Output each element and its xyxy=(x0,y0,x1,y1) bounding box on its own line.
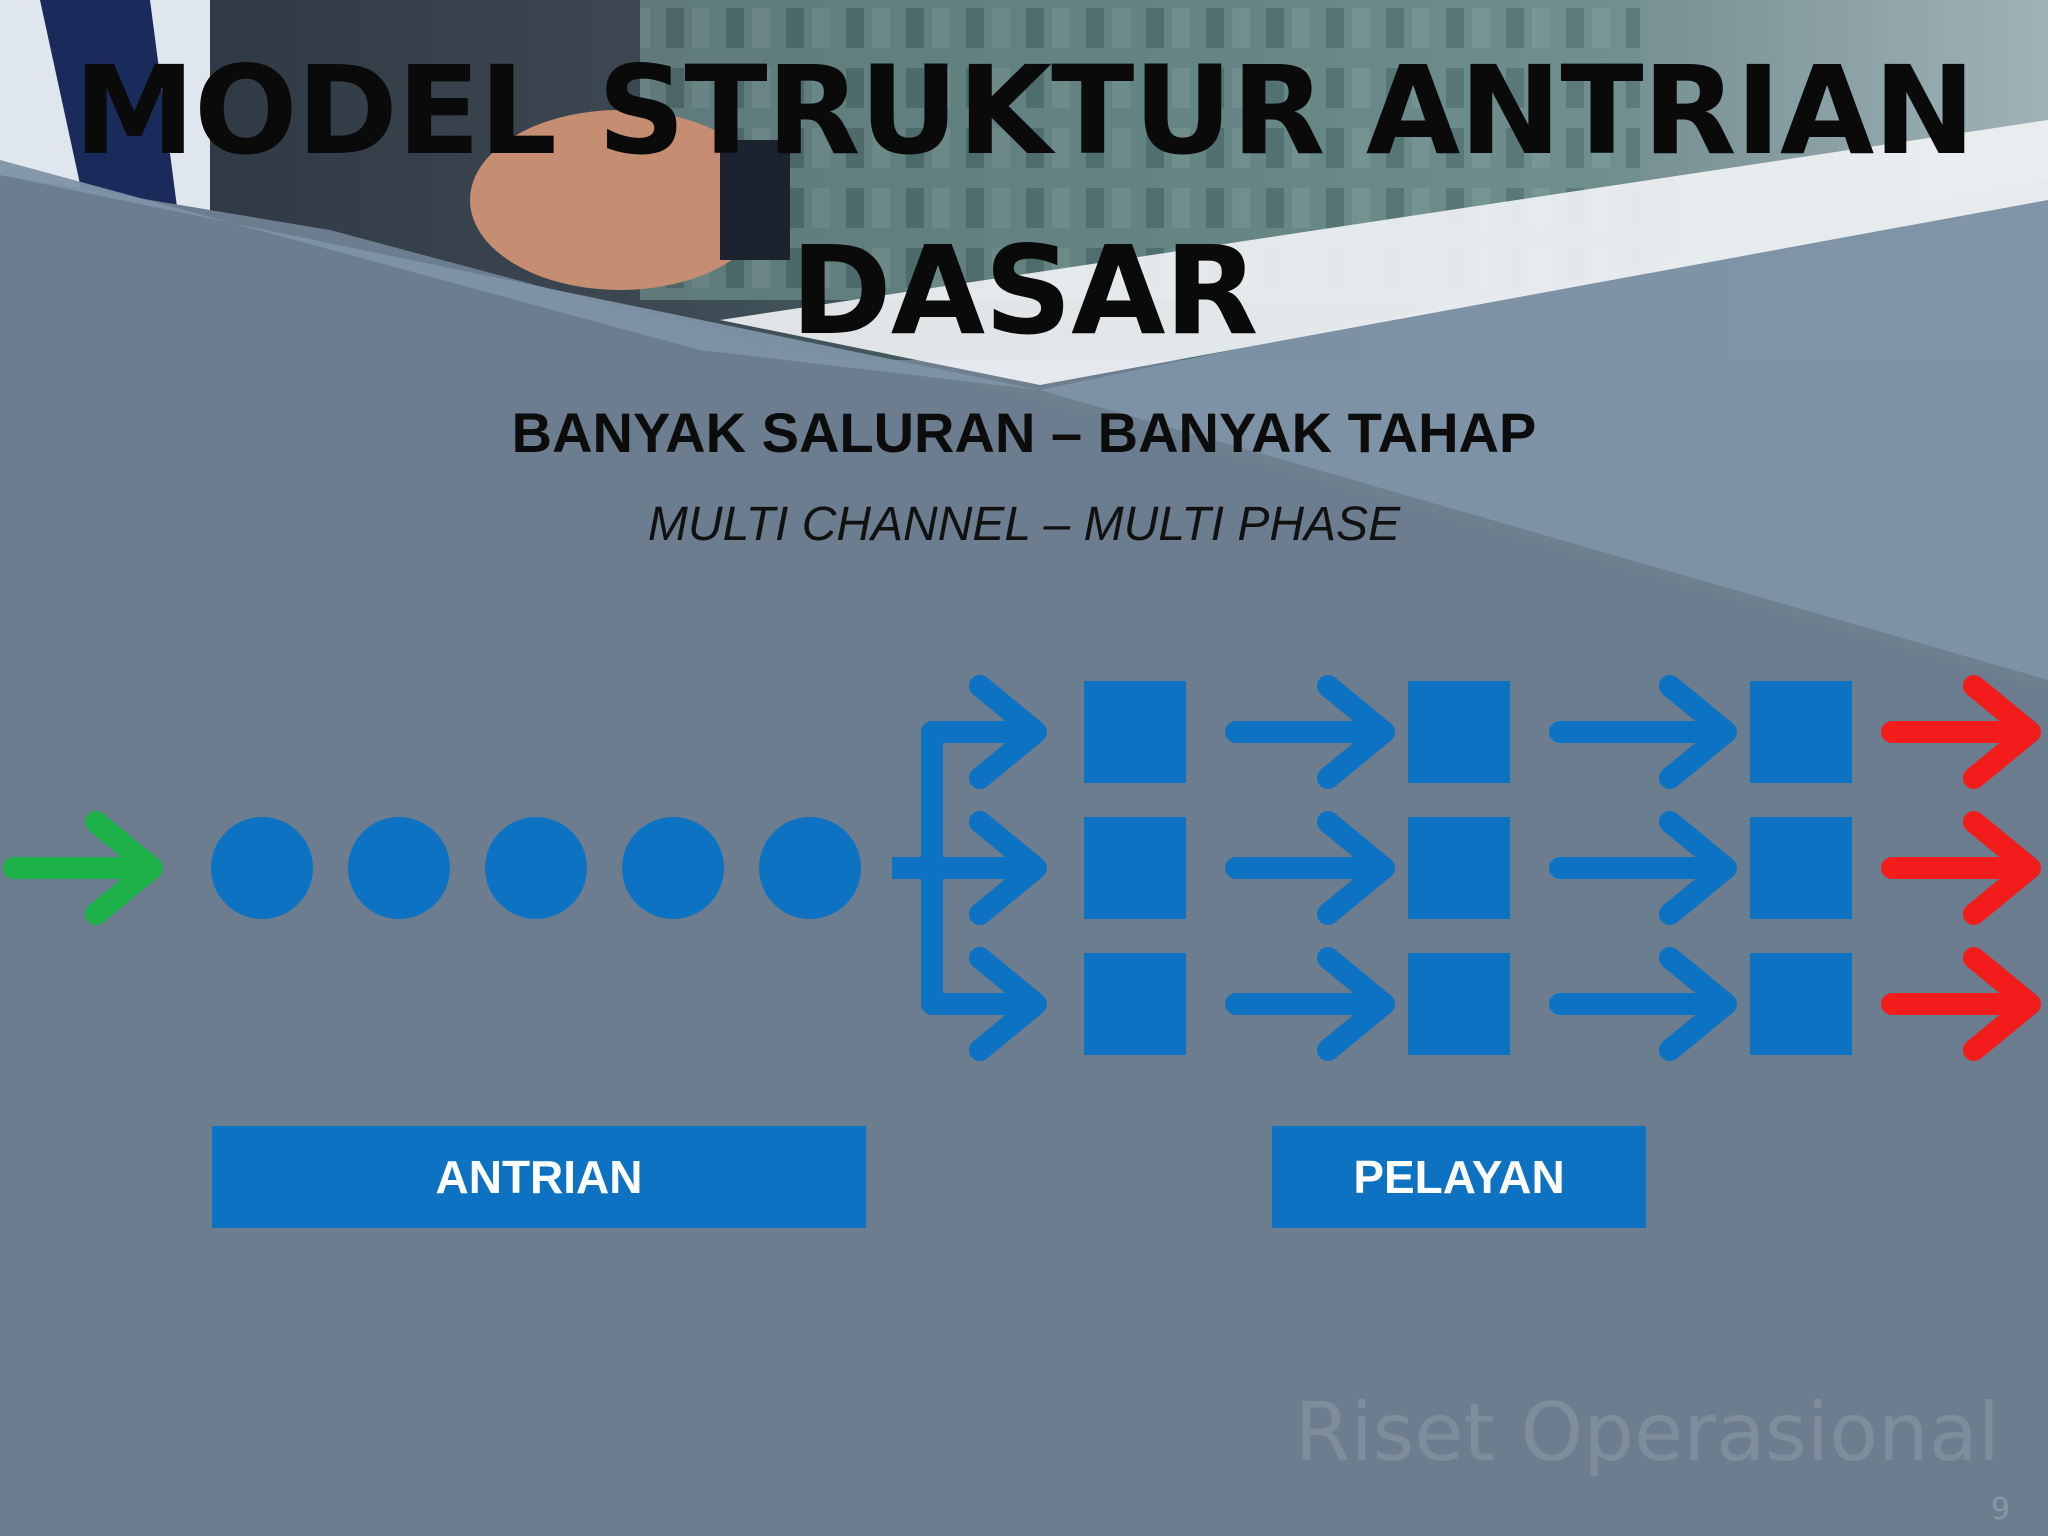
queue-customer xyxy=(348,817,450,919)
phase-arrow-head xyxy=(1659,811,1737,925)
channel-entry-arrow xyxy=(921,675,1047,789)
phase-arrow xyxy=(1549,947,1737,1061)
server-box xyxy=(1750,681,1852,783)
slide-subtitle: BANYAK SALURAN – BANYAK TAHAP xyxy=(511,401,1537,464)
footer-text: Riset Operasional xyxy=(1294,1386,2000,1479)
phase-arrow-head xyxy=(1317,947,1395,1061)
departure-arrow xyxy=(1881,947,2041,1061)
server-box xyxy=(1750,953,1852,1055)
channel-entry-arrow-head xyxy=(969,675,1047,789)
server-box xyxy=(1408,817,1510,919)
queue-label: ANTRIAN xyxy=(212,1126,866,1228)
phase-arrow xyxy=(1549,811,1737,925)
server-box xyxy=(1084,681,1186,783)
phase-arrow-head xyxy=(1317,811,1395,925)
queue-customer xyxy=(211,817,313,919)
server-box xyxy=(1408,953,1510,1055)
slide-title-line-1: MODEL STRUKTUR ANTRIAN xyxy=(73,40,1976,182)
channel-entry-arrow xyxy=(921,811,1047,925)
phase-arrow xyxy=(1549,675,1737,789)
phase-arrow-head xyxy=(1317,675,1395,789)
slide-subtitle-english: MULTI CHANNEL – MULTI PHASE xyxy=(647,498,1401,551)
page-number: 9 xyxy=(1990,1492,2010,1527)
arrival-arrow xyxy=(3,811,163,925)
departure-arrow xyxy=(1881,811,2041,925)
departure-arrow-head xyxy=(1963,947,2041,1061)
channel-entry-arrow-head xyxy=(969,811,1047,925)
server-label: PELAYAN xyxy=(1272,1126,1646,1228)
phase-arrow-head xyxy=(1659,947,1737,1061)
server-box xyxy=(1408,681,1510,783)
queue-customer xyxy=(622,817,724,919)
departure-arrow xyxy=(1881,675,2041,789)
phase-arrow xyxy=(1225,947,1395,1061)
server-box xyxy=(1084,953,1186,1055)
channel-entry-arrow xyxy=(921,947,1047,1061)
queue-customer xyxy=(759,817,861,919)
phase-arrow-head xyxy=(1659,675,1737,789)
phase-arrow xyxy=(1225,675,1395,789)
channel-entry-arrow-head xyxy=(969,947,1047,1061)
departure-arrow-head xyxy=(1963,811,2041,925)
phase-arrow xyxy=(1225,811,1395,925)
server-box xyxy=(1084,817,1186,919)
queue-customer xyxy=(485,817,587,919)
slide-title-line-2: DASAR xyxy=(790,220,1259,362)
arrival-arrow-head xyxy=(85,811,163,925)
departure-arrow-head xyxy=(1963,675,2041,789)
server-box xyxy=(1750,817,1852,919)
